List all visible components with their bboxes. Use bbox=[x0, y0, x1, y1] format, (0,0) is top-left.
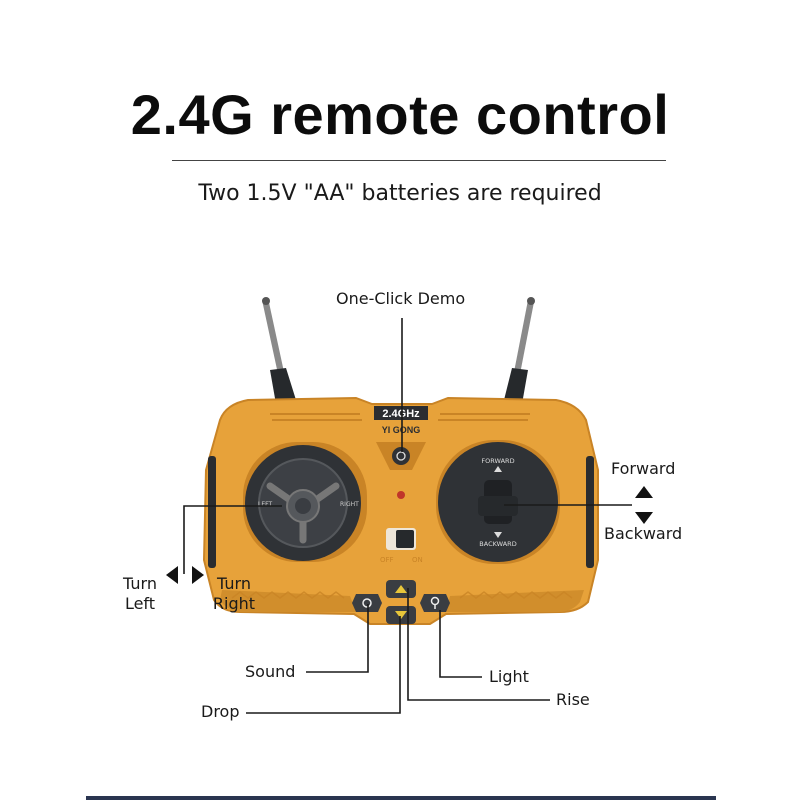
direction-arrows bbox=[166, 486, 653, 584]
demo-button[interactable] bbox=[376, 442, 426, 470]
demo-callout: One-Click Demo bbox=[336, 289, 466, 308]
title-divider bbox=[172, 160, 666, 161]
bottom-divider bbox=[86, 796, 716, 800]
turn-left-callout: Turn Left bbox=[123, 574, 157, 613]
drop-button[interactable] bbox=[386, 606, 416, 624]
right-antenna bbox=[504, 297, 535, 404]
light-leader bbox=[439, 610, 482, 678]
sound-leader bbox=[306, 604, 369, 673]
switch-off-text: OFF bbox=[380, 556, 394, 564]
right-joystick[interactable]: FORWARD BACKWARD bbox=[436, 440, 560, 564]
forward-callout: Forward bbox=[611, 459, 676, 478]
stick-left-text: LEFT bbox=[258, 501, 272, 508]
rise-leader bbox=[407, 588, 550, 701]
backward-arrow-icon bbox=[635, 512, 653, 524]
stick-backward-text: BACKWARD bbox=[479, 540, 516, 548]
left-joystick[interactable]: LEFT RIGHT bbox=[243, 442, 367, 562]
stick-right-text: RIGHT bbox=[340, 501, 359, 508]
sound-button[interactable] bbox=[352, 594, 382, 612]
light-callout: Light bbox=[489, 667, 529, 686]
sound-callout: Sound bbox=[245, 662, 296, 681]
backward-callout: Backward bbox=[604, 524, 683, 543]
light-button[interactable] bbox=[420, 594, 450, 612]
rise-button[interactable] bbox=[386, 580, 416, 598]
power-led bbox=[397, 491, 405, 499]
forward-arrow-icon bbox=[635, 486, 653, 498]
drop-callout: Drop bbox=[201, 702, 240, 721]
turn-leader bbox=[183, 505, 282, 574]
callout-lines bbox=[183, 318, 632, 714]
left-arrow-icon bbox=[166, 566, 178, 584]
stick-forward-text: FORWARD bbox=[481, 457, 514, 465]
brand-label: YI GONG bbox=[382, 425, 421, 435]
switch-on-text: ON bbox=[412, 556, 423, 564]
turn-right-callout: Turn Right bbox=[212, 574, 256, 613]
page-title: 2.4G remote control bbox=[130, 83, 670, 146]
rise-callout: Rise bbox=[556, 690, 590, 709]
right-arrow-icon bbox=[192, 566, 204, 584]
battery-note: Two 1.5V "AA" batteries are required bbox=[198, 181, 602, 206]
power-switch[interactable]: OFF ON bbox=[380, 528, 423, 564]
left-antenna bbox=[262, 297, 296, 404]
drop-leader bbox=[246, 616, 401, 714]
